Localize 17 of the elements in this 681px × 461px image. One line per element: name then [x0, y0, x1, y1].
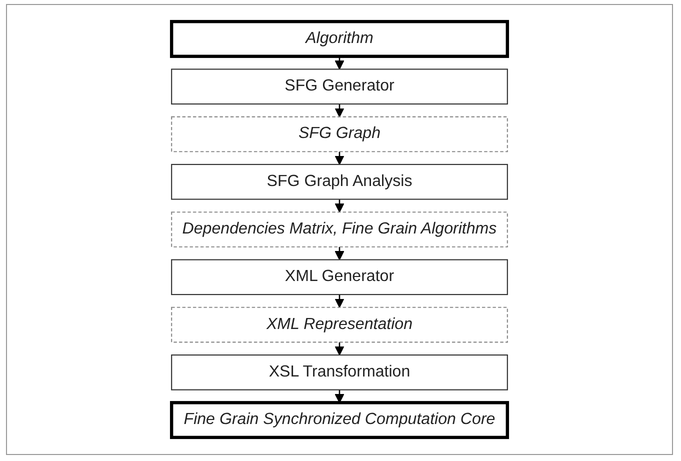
process-box: SFG Generator	[171, 68, 508, 105]
terminal-box: Algorithm	[170, 20, 510, 58]
data-box: SFG Graph	[171, 116, 508, 152]
process-box: XSL Transformation	[171, 354, 508, 390]
process-box: SFG Graph Analysis	[171, 164, 508, 200]
data-box: XML Representation	[171, 306, 508, 343]
data-box: Dependencies Matrix, Fine Grain Algorithms	[171, 212, 508, 248]
terminal-box: Fine Grain Synchronized Computation Core	[170, 401, 510, 440]
arrow	[334, 342, 344, 356]
arrow	[334, 246, 344, 260]
arrow	[334, 56, 344, 70]
arrow	[334, 294, 344, 308]
arrow	[334, 152, 344, 165]
arrow	[334, 390, 344, 404]
process-box: XML Generator	[171, 259, 508, 296]
arrow	[334, 199, 344, 213]
arrow	[334, 104, 344, 118]
